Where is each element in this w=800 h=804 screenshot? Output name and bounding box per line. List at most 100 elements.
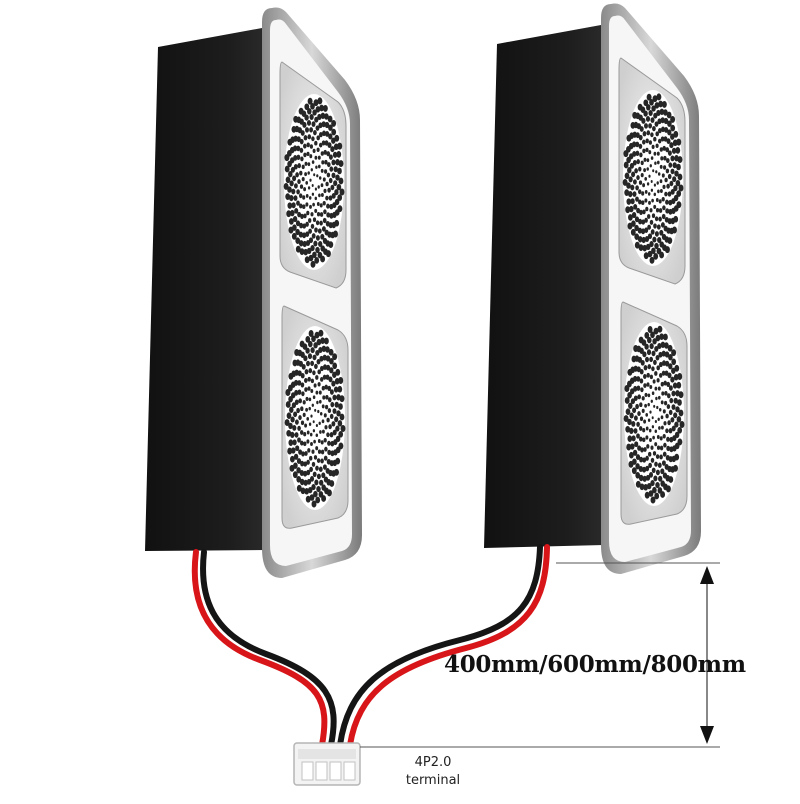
grille-hole [639,152,643,158]
grille-hole [652,126,656,132]
grille-hole [297,389,302,395]
grille-hole [301,391,305,397]
grille-hole [308,422,312,426]
grille-hole [303,461,308,467]
grille-hole [664,191,668,197]
grille-hole [296,407,300,414]
grille-hole [287,186,292,193]
grille-hole [630,198,635,205]
grille-hole [668,353,673,361]
grille-hole [635,472,641,479]
grille-hole [316,485,321,493]
grille-hole [310,245,315,252]
grille-hole [308,254,314,262]
grille-hole [329,480,335,487]
grille-hole [648,109,653,117]
grille-hole [330,146,335,153]
grille-hole [658,127,662,134]
grille-hole [676,201,682,209]
grille-hole [644,392,648,397]
grille-hole [651,425,655,429]
grille-hole [302,195,306,200]
grille-hole [632,111,638,119]
grille-hole [672,176,677,183]
grille-hole [637,445,642,451]
grille-hole [315,235,320,241]
grille-hole [658,199,662,204]
grille-hole [634,168,638,174]
grille-hole [637,236,643,243]
grille-hole [305,193,309,198]
grille-hole [304,256,310,264]
grille-hole [302,223,307,229]
grille-hole [307,386,311,391]
grille-hole [662,360,666,366]
grille-hole [677,399,682,406]
grille-hole [638,336,644,344]
grille-hole [670,168,675,175]
grille-hole [317,228,322,234]
grille-hole [663,136,668,142]
grille-hole [671,425,676,432]
grille-hole [322,464,327,470]
grille-hole [635,454,641,461]
grille-hole [667,120,672,127]
grille-hole [654,231,659,237]
grille-hole [300,372,305,379]
grille-hole [646,444,650,449]
grille-hole [655,469,660,476]
grille-hole [659,179,663,184]
grille-hole [306,478,312,485]
grille-hole [334,198,340,206]
grille-hole [664,246,670,254]
grille-hole [296,189,300,195]
grille-hole [326,432,330,438]
grille-hole [310,347,315,354]
grille-hole [658,138,662,144]
grille-hole [642,428,646,433]
grille-hole [631,355,637,363]
grille-hole [670,155,675,162]
grille-hole [315,349,320,356]
grille-hole [287,138,293,146]
grille-hole [335,425,340,432]
grille-perforations [283,93,685,508]
grille-hole [667,129,672,136]
grille-hole [661,391,665,396]
grille-hole [633,204,638,210]
grille-hole [320,112,326,119]
grille-hole [333,230,338,238]
grille-hole [316,400,319,405]
grille-hole [636,207,641,214]
grille-hole [303,432,307,437]
grille-hole [673,185,678,192]
grille-hole [672,226,677,234]
grille-hole [659,229,664,236]
grille-hole [309,204,312,209]
grille-hole [647,364,652,370]
grille-hole [667,150,672,156]
grille-hole [285,389,291,396]
grille-hole [638,189,642,195]
grille-hole [659,454,663,460]
grille-hole [647,250,653,258]
grille-hole [665,147,670,153]
grille-hole [659,164,663,169]
grille-hole [305,495,311,503]
grille-hole [644,123,648,129]
grille-hole [325,404,329,410]
grille-hole [285,401,291,408]
grille-hole [324,159,328,165]
grille-hole [646,158,650,163]
grille-hole [306,417,310,421]
grille-hole [655,454,660,460]
grille-hole [672,162,677,169]
grille-hole [293,453,299,460]
grille-hole [649,219,654,225]
grille-hole [301,176,305,182]
grille-hole [652,451,657,456]
grille-hole [309,127,314,133]
grille-hole [660,222,665,228]
grille-hole [657,342,662,350]
grille-hole [333,180,338,187]
